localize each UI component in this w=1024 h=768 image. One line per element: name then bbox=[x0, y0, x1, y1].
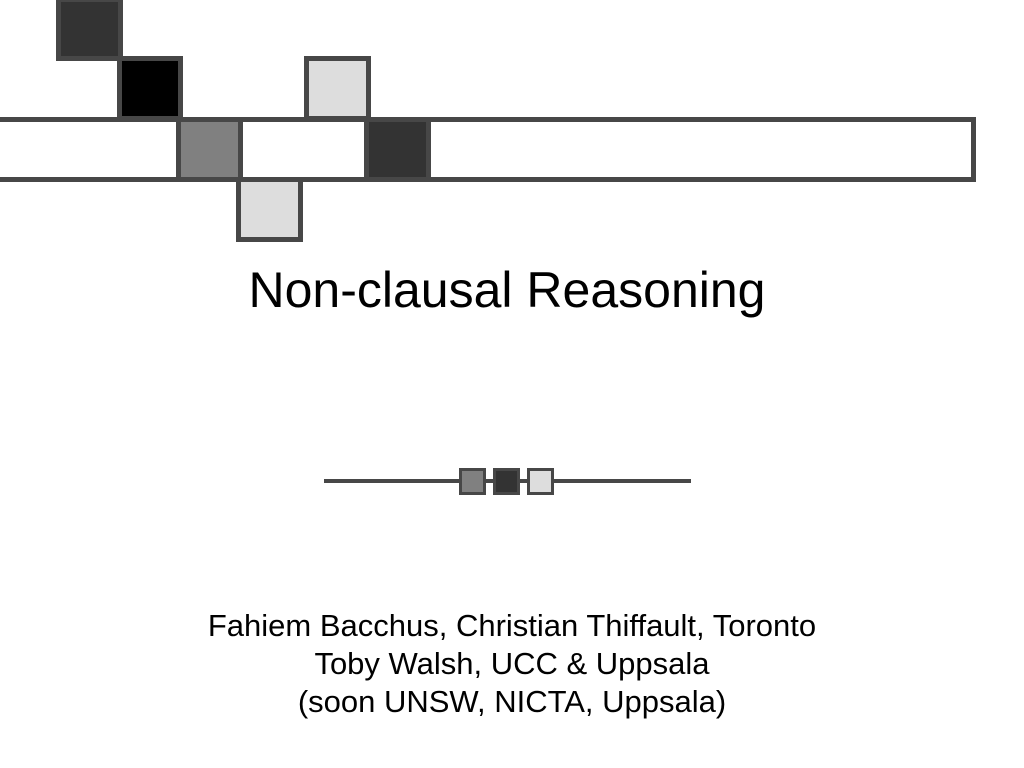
decor-square-dark-bar bbox=[364, 117, 431, 182]
decor-long-bar bbox=[0, 117, 976, 182]
decor-square-black bbox=[117, 56, 183, 121]
subtitle-line-affiliation: Toby Walsh, UCC & Uppsala bbox=[314, 646, 710, 681]
decor-square-dark-topleft bbox=[56, 0, 123, 61]
decor-square-mid bbox=[176, 117, 243, 182]
slide-title: Non-clausal Reasoning bbox=[0, 258, 1024, 322]
divider-square-mid bbox=[459, 468, 486, 495]
subtitle-line-future: (soon UNSW, NICTA, Uppsala) bbox=[297, 684, 727, 719]
slide-title-text: Non-clausal Reasoning bbox=[248, 262, 766, 318]
divider-square-light bbox=[527, 468, 554, 495]
decor-square-light-top bbox=[304, 56, 371, 121]
subtitle-line-authors: Fahiem Bacchus, Christian Thiffault, Tor… bbox=[207, 608, 817, 643]
decor-square-light-bottom bbox=[236, 177, 303, 242]
slide-subtitle: Fahiem Bacchus, Christian Thiffault, Tor… bbox=[0, 607, 1024, 721]
divider-square-dark bbox=[493, 468, 520, 495]
